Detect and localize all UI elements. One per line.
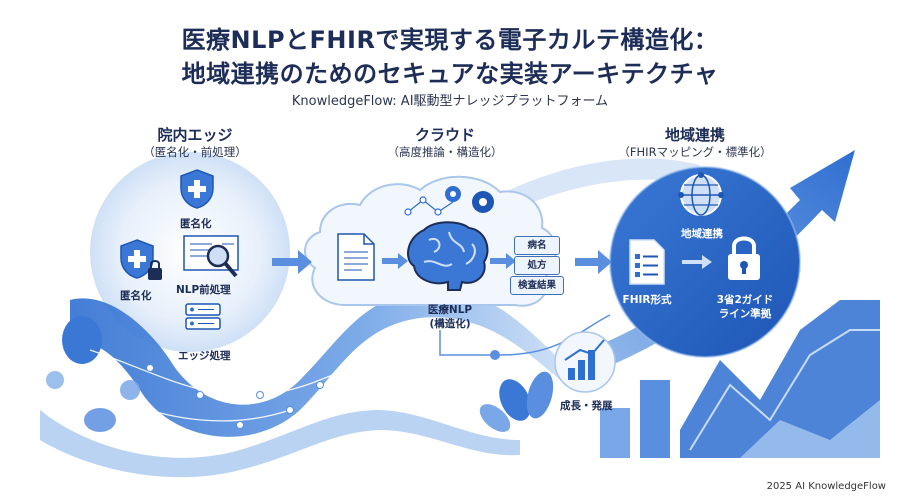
subtitle: KnowledgeFlow: AI駆動型ナレッジプラットフォーム [291, 94, 609, 109]
lock-icon [728, 236, 760, 280]
regional-link-label: 地域連携 [681, 228, 723, 240]
server-icon [185, 303, 221, 330]
guideline-label-1: 3省2ガイド [716, 294, 774, 306]
fhir-format-label: FHIR形式 [622, 294, 672, 306]
arrow-brain-tags [490, 253, 516, 269]
edge-section-title: 院内エッジ [157, 126, 233, 144]
top-arc-band [480, 158, 700, 222]
tag-test-results: 検査結果 [510, 276, 564, 295]
gears-network-icon [404, 186, 494, 216]
tag-disease: 病名 [514, 236, 560, 255]
blob-4 [46, 371, 64, 389]
connector-line [439, 314, 611, 356]
shield-lock-icon [120, 239, 162, 280]
cloud-section-title: クラウド [414, 126, 475, 144]
regional-section-title: 地域連携 [664, 126, 725, 144]
globe-network-icon [678, 172, 724, 216]
anon-top-label: 匿名化 [180, 218, 212, 230]
brain-icon [407, 221, 489, 291]
shield-plus-icon [180, 169, 214, 209]
network-nodes [146, 364, 324, 429]
footer-credit: 2025 AI KnowledgeFlow [766, 481, 886, 492]
document-icon [337, 233, 375, 281]
growth-label: 成長・発展 [560, 400, 613, 412]
fhir-document-icon [629, 239, 665, 285]
arrow-right-icon [682, 255, 712, 269]
document-search-icon [183, 235, 239, 278]
lower-wave [40, 410, 520, 478]
blob-3 [120, 380, 140, 400]
edge-proc-label: エッジ処理 [178, 350, 231, 362]
growth-bars [600, 300, 880, 458]
tag-prescription: 処方 [514, 256, 560, 275]
regional-section-subtitle: （FHIRマッピング・標準化） [618, 145, 772, 159]
cloud-nlp-sublabel: (構造化) [429, 318, 471, 330]
arrow-doc-brain [382, 253, 408, 269]
leaves [479, 371, 554, 432]
blob-2 [84, 408, 116, 432]
edge-section-subtitle: （匿名化・前処理） [143, 145, 247, 159]
guideline-label-2: ライン準拠 [718, 308, 772, 320]
anon-left-label: 匿名化 [120, 290, 152, 302]
cloud-nlp-label: 医療NLP [427, 304, 473, 316]
title-line-1: 医療NLPとFHIRで実現する電子カルテ構造化： [181, 26, 719, 54]
cloud-section-subtitle: （高度推論・構造化） [387, 145, 503, 159]
blob-1 [62, 316, 102, 364]
flow-arrows [272, 250, 612, 274]
mini-bars [568, 350, 595, 380]
main-wave [70, 288, 560, 437]
nlp-pre-label: NLP前処理 [176, 284, 231, 296]
title-line-2: 地域連携のためのセキュアな実装アーキテクチャ [181, 60, 719, 88]
